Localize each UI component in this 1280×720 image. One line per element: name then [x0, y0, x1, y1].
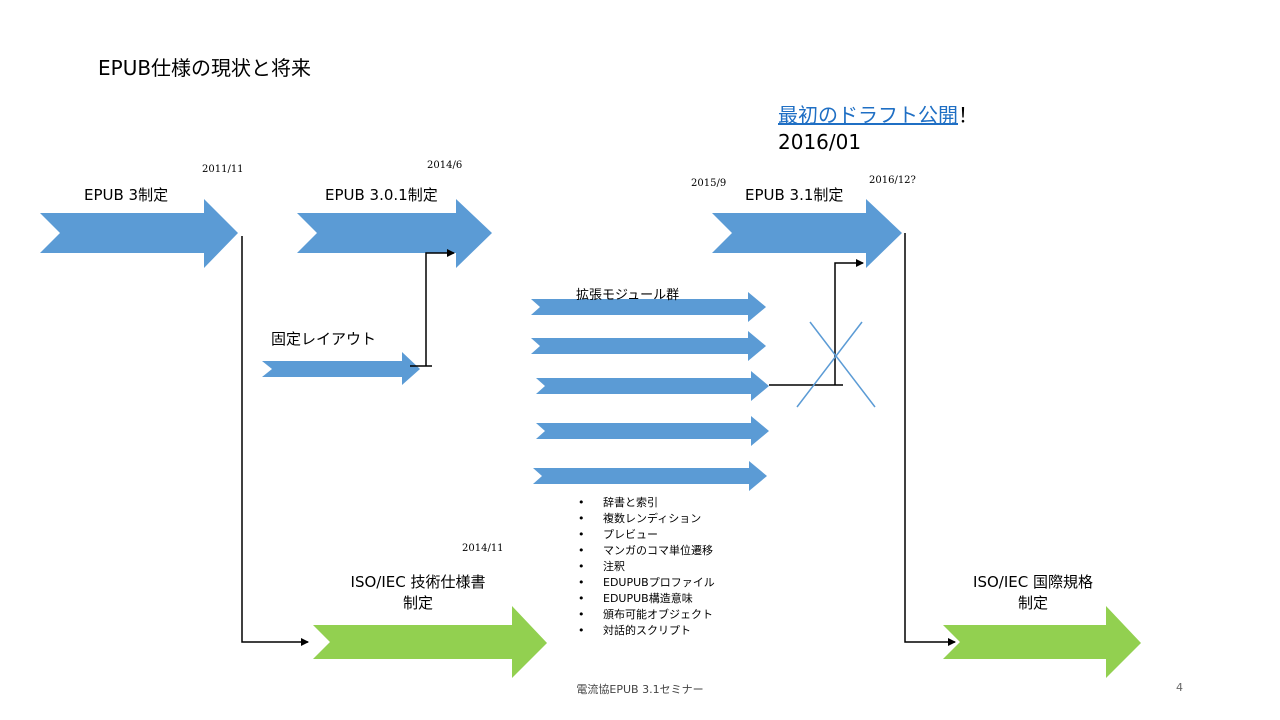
- list-item: 対話的スクリプト: [578, 623, 715, 639]
- iso-ts-date: 2014/11: [462, 543, 504, 554]
- iso-ts-label-line1: ISO/IEC 技術仕様書: [350, 573, 486, 591]
- module-arrow: [533, 461, 767, 491]
- iso-is-label: ISO/IEC 国際規格 制定: [933, 572, 1133, 614]
- module-arrow: [531, 292, 766, 322]
- module-to-epub31-connector: [834, 259, 864, 385]
- draft-announcement: 最初のドラフト公開！: [778, 99, 978, 128]
- epub301-arrow: [297, 199, 492, 268]
- iso-ts-label: ISO/IEC 技術仕様書 制定: [318, 572, 518, 614]
- list-item: プレビュー: [578, 527, 715, 543]
- fixed-layout-arrow: [262, 352, 420, 385]
- module-arrow: [536, 416, 769, 446]
- module-arrow: [531, 331, 766, 361]
- iso-is-arrow: [943, 606, 1141, 678]
- epub3-label: EPUB 3制定: [84, 186, 169, 204]
- modules-label: 拡張モジュール群: [576, 288, 680, 303]
- draft-date: 2016/01: [778, 130, 862, 154]
- module-list: 辞書と索引 複数レンディション プレビュー マンガのコマ単位遷移 注釈 EDUP…: [578, 495, 715, 639]
- draft-mark: ！: [958, 103, 978, 127]
- fixed-layout-label: 固定レイアウト: [271, 330, 377, 348]
- fixed-layout-to-epub301-connector: [425, 249, 455, 366]
- list-item: 辞書と索引: [578, 495, 715, 511]
- epub301-date: 2014/6: [427, 160, 463, 171]
- iso-ts-arrow: [313, 606, 547, 678]
- epub31-end-date: 2016/12?: [869, 175, 916, 186]
- list-item: 頒布可能オブジェクト: [578, 607, 715, 623]
- epub31-to-iso-connector: [904, 233, 956, 646]
- epub301-label: EPUB 3.0.1制定: [325, 186, 438, 204]
- list-item: EDUPUB構造意味: [578, 591, 715, 607]
- epub3-to-iso-connector: [241, 236, 309, 646]
- slide-footer: 電流協EPUB 3.1セミナー: [576, 683, 704, 696]
- list-item: 複数レンディション: [578, 511, 715, 527]
- iso-is-label-line2: 制定: [1017, 594, 1048, 612]
- epub31-arrow: [712, 199, 902, 268]
- epub3-date: 2011/11: [202, 164, 244, 175]
- iso-ts-label-line2: 制定: [402, 594, 433, 612]
- page-number: 4: [1176, 681, 1183, 694]
- slide-title: EPUB仕様の現状と将来: [98, 56, 312, 80]
- cross-mark: [796, 321, 863, 408]
- list-item: 注釈: [578, 559, 715, 575]
- iso-is-label-line1: ISO/IEC 国際規格: [973, 573, 1093, 591]
- epub3-arrow: [40, 199, 238, 268]
- epub31-start-date: 2015/9: [691, 178, 727, 189]
- cross-mark: [809, 321, 876, 408]
- list-item: マンガのコマ単位遷移: [578, 543, 715, 559]
- list-item: EDUPUBプロファイル: [578, 575, 715, 591]
- draft-link[interactable]: 最初のドラフト公開: [778, 103, 958, 127]
- module-arrow: [536, 371, 769, 401]
- epub31-label: EPUB 3.1制定: [745, 186, 844, 204]
